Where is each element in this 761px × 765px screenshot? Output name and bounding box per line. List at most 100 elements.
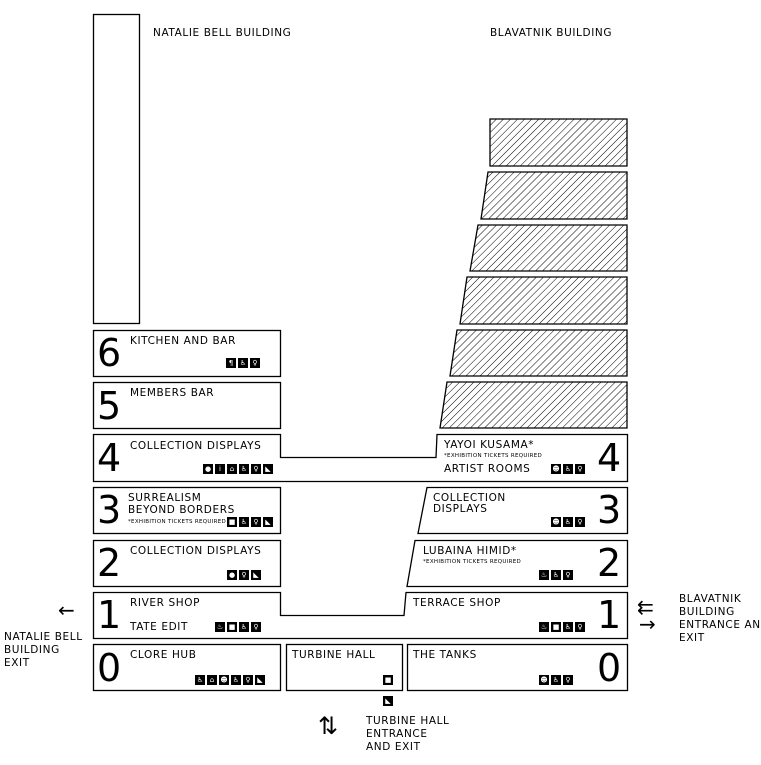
turbine-hall-exit-arrow-icon[interactable]: ⇅ <box>318 712 339 740</box>
floor-4-right-note: *EXHIBITION TICKETS REQUIRED <box>444 453 543 459</box>
stairs-icon: ◣ <box>255 675 265 685</box>
floor-2-left-label[interactable]: COLLECTION DISPLAYS <box>130 545 262 557</box>
wheelchair-icon: ♿ <box>239 464 249 474</box>
floor-3-left-icons: ■♿♀◣ <box>227 517 273 527</box>
turbine-exit-line1[interactable]: TURBINE HALL <box>366 715 450 727</box>
blavatnik-exit-line1[interactable]: BLAVATNIK <box>679 593 742 605</box>
toilet-icon: ♀ <box>250 358 260 368</box>
natalie-bell-building-heading: NATALIE BELL BUILDING <box>153 27 292 39</box>
stairs-icon: ◣ <box>263 517 273 527</box>
cafe-icon: ♨ <box>539 622 549 632</box>
floor-4-number: 4 <box>97 436 122 480</box>
shop-icon: ■ <box>383 675 393 685</box>
blavatnik-exit-arrow-out-icon[interactable]: → <box>639 612 656 636</box>
floor-1-left-icons: ♨■♿♀ <box>215 622 261 632</box>
wheelchair-icon: ♿ <box>551 570 561 580</box>
baby-change-icon: ☻ <box>551 464 561 474</box>
natalie-bell-exit-line3[interactable]: EXIT <box>4 657 30 669</box>
stairs-icon: ◣ <box>263 464 273 474</box>
floor-1-right-label[interactable]: TERRACE SHOP <box>413 597 501 609</box>
floor-0-center-icons: ■ <box>383 675 393 685</box>
baby-change-icon: ☻ <box>551 517 561 527</box>
floor-5-number: 5 <box>97 384 122 428</box>
blavatnik-exit-line3[interactable]: ENTRANCE AND <box>679 619 761 631</box>
floor-6-left-icons: ¶♿♀ <box>226 358 260 368</box>
floor-4-left-icons: ●i⌂♿♀◣ <box>203 464 273 474</box>
stairs-icon: ◣ <box>251 570 261 580</box>
wheelchair-icon: ♿ <box>238 358 248 368</box>
toilet-icon: ♀ <box>251 622 261 632</box>
floor-0-left-label[interactable]: CLORE HUB <box>130 649 197 661</box>
floor-3-number: 3 <box>97 488 122 532</box>
blavatnik-level-6 <box>449 329 628 377</box>
floor-0-number: 0 <box>97 646 122 690</box>
blavatnik-level-5 <box>439 381 628 429</box>
floor-4-right-subtitle[interactable]: ARTIST ROOMS <box>444 463 531 475</box>
floor-0-left-icons: ♿⌂☻♿♀◣ <box>195 675 265 685</box>
wheelchair-icon: ♿ <box>239 622 249 632</box>
blavatnik-exit-line4[interactable]: EXIT <box>679 632 705 644</box>
floor-4-right-title[interactable]: YAYOI KUSAMA* <box>444 439 535 451</box>
toilet-icon: ♀ <box>563 675 573 685</box>
water-icon: ● <box>227 570 237 580</box>
floor-1-number-right: 1 <box>597 593 622 637</box>
wheelchair-icon: ♿ <box>239 517 249 527</box>
floor-3-right-line1[interactable]: COLLECTION <box>433 492 506 504</box>
floor-2-left-outline <box>92 539 282 588</box>
floor-1-left-line2[interactable]: TATE EDIT <box>130 621 188 633</box>
shop-icon: ■ <box>227 622 237 632</box>
cutlery-icon: ¶ <box>226 358 236 368</box>
floor-2-right-note: *EXHIBITION TICKETS REQUIRED <box>423 559 522 565</box>
blavatnik-building-heading: BLAVATNIK BUILDING <box>490 27 613 39</box>
blavatnik-exit-line2[interactable]: BUILDING <box>679 606 735 618</box>
natalie-bell-exit-line2[interactable]: BUILDING <box>4 644 60 656</box>
floor-1-left-line1[interactable]: RIVER SHOP <box>130 597 200 609</box>
floor-2-number-right: 2 <box>597 541 622 585</box>
blavatnik-exit-arrow-in-icon[interactable]: ⇇ <box>637 595 654 619</box>
toilet-icon: ♀ <box>243 675 253 685</box>
floor-5-left-label[interactable]: MEMBERS BAR <box>130 387 215 399</box>
wheelchair-icon: ♿ <box>563 622 573 632</box>
natalie-bell-exit-line1[interactable]: NATALIE BELL <box>4 631 83 643</box>
blavatnik-level-10 <box>489 118 628 167</box>
floor-4-number-right: 4 <box>597 436 622 480</box>
shop-icon: ■ <box>551 622 561 632</box>
floor-6-left-label[interactable]: KITCHEN AND BAR <box>130 335 236 347</box>
floor-0-right-icons: ☻♿♀ <box>539 675 573 685</box>
accessible-toilet-icon: ♿ <box>195 675 205 685</box>
natalie-bell-tower <box>92 13 141 325</box>
floor-4-left-label[interactable]: COLLECTION DISPLAYS <box>130 440 262 452</box>
floor-3-right-line2[interactable]: DISPLAYS <box>433 503 488 515</box>
floor-3-left-line2[interactable]: BEYOND BORDERS <box>128 504 235 516</box>
floor-0-center-label[interactable]: TURBINE HALL <box>292 649 376 661</box>
toilet-icon: ♀ <box>575 517 585 527</box>
floor-2-right-title[interactable]: LUBAINA HIMID* <box>423 545 517 557</box>
wheelchair-icon: ♿ <box>231 675 241 685</box>
floor-2-left-icons: ●♀◣ <box>227 570 261 580</box>
floor-0-right-label[interactable]: THE TANKS <box>413 649 477 661</box>
floor-2-number: 2 <box>97 541 122 585</box>
cafe-icon: ♨ <box>215 622 225 632</box>
natalie-bell-exit-arrow-icon[interactable]: ← <box>58 598 75 622</box>
floor-0-right-outline <box>406 643 629 692</box>
wheelchair-icon: ♿ <box>551 675 561 685</box>
floor-4-right-icons: ☻♿♀ <box>551 464 585 474</box>
floor-2-right-icons: ♨♿♀ <box>539 570 573 580</box>
toilet-icon: ♀ <box>251 464 261 474</box>
wheelchair-icon: ♿ <box>563 464 573 474</box>
floor-3-left-line1[interactable]: SURREALISM <box>128 492 202 504</box>
cloakroom-icon: ⌂ <box>207 675 217 685</box>
floor-6-left-outline <box>92 329 282 378</box>
floor-1-right-icons: ♨■♿♀ <box>539 622 585 632</box>
floor-1-number: 1 <box>97 593 122 637</box>
cloakroom-icon: ⌂ <box>227 464 237 474</box>
wheelchair-icon: ♿ <box>563 517 573 527</box>
baby-change-icon: ☻ <box>539 675 549 685</box>
turbine-exit-line3[interactable]: AND EXIT <box>366 741 421 753</box>
floor-3-left-outline <box>92 486 282 535</box>
toilet-icon: ♀ <box>575 464 585 474</box>
turbine-hall-below-icons: ◣ <box>383 696 393 706</box>
stairs-icon: ◣ <box>383 696 393 706</box>
turbine-exit-line2[interactable]: ENTRANCE <box>366 728 428 740</box>
blavatnik-level-7 <box>459 276 628 325</box>
